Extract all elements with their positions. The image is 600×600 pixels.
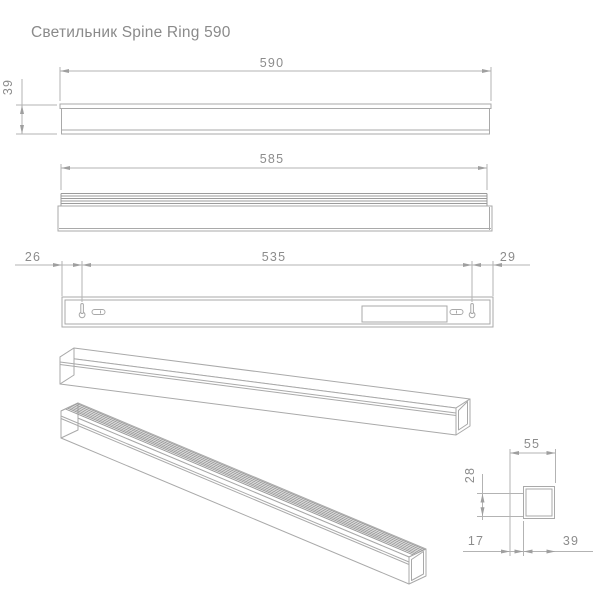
dim-arrow xyxy=(514,549,524,554)
dim-label-width-55: 55 xyxy=(524,437,540,451)
dim-section-width: 55 xyxy=(509,437,556,556)
dim-side-length: 585 xyxy=(60,152,488,190)
dim-arrow xyxy=(510,451,519,455)
dim-arrow xyxy=(61,166,70,170)
iso2-groove-line xyxy=(60,418,410,565)
section-profile-outer xyxy=(523,486,555,519)
front-view xyxy=(59,103,492,135)
dim-arrow xyxy=(480,493,485,503)
dim-arrow xyxy=(546,451,556,455)
driver-cover-plate xyxy=(361,305,448,323)
iso1-end-cap-inset xyxy=(458,401,468,431)
iso-view-top-bar xyxy=(59,347,471,436)
keyhole-right xyxy=(468,303,476,319)
dim-arrow xyxy=(472,263,481,267)
dim-section-bottom: 17 39 xyxy=(463,521,593,556)
side-view xyxy=(57,193,493,232)
dim-label-spacing-535: 535 xyxy=(262,250,286,264)
iso2-ribbed-track xyxy=(65,403,425,556)
dim-arrow xyxy=(478,166,487,170)
dim-label-depth-39: 39 xyxy=(563,534,579,548)
mounting-view-body xyxy=(61,296,494,328)
dim-arrow xyxy=(493,263,502,267)
dim-label-offset-17: 17 xyxy=(468,534,484,548)
dim-arrow xyxy=(53,263,62,267)
dim-arrow xyxy=(463,263,472,267)
section-profile-inner xyxy=(525,488,553,517)
dim-front-height: 39 xyxy=(1,79,57,135)
dim-arrow xyxy=(523,549,533,554)
dim-label-height-39: 39 xyxy=(1,79,15,95)
keyhole-left xyxy=(78,303,86,319)
dim-arrow xyxy=(73,263,82,267)
dim-arrow xyxy=(501,549,510,554)
mounting-view-inner xyxy=(64,299,491,325)
dim-arrow xyxy=(480,507,485,517)
dim-label-length-585: 585 xyxy=(260,152,284,166)
front-view-body xyxy=(61,108,490,135)
mounting-slot-left xyxy=(91,309,106,315)
mounting-view xyxy=(61,296,494,328)
dim-arrow xyxy=(546,549,556,554)
dim-label-length-590: 590 xyxy=(260,56,284,70)
iso1-end-cap-right xyxy=(455,398,471,436)
side-view-ribbed-diffuser xyxy=(60,193,488,207)
dim-arrow xyxy=(20,105,24,114)
dim-arrow xyxy=(82,263,91,267)
dim-arrow xyxy=(60,69,69,73)
dim-label-height-28: 28 xyxy=(463,467,477,483)
side-view-body xyxy=(57,205,493,232)
dim-arrow xyxy=(482,69,491,73)
dim-arrow xyxy=(20,125,24,134)
iso1-groove-line xyxy=(59,361,457,414)
dim-label-offset-29: 29 xyxy=(500,250,516,264)
iso2-front-face xyxy=(60,410,410,585)
iso1-groove-line xyxy=(59,364,457,416)
drawing-title: Светильник Spine Ring 590 xyxy=(31,24,231,41)
front-view-track-strip xyxy=(59,103,492,109)
mounting-slot-right xyxy=(449,309,464,315)
section-view xyxy=(523,486,555,519)
dim-label-offset-26: 26 xyxy=(25,250,41,264)
iso2-end-cap-inset xyxy=(411,551,424,581)
iso-view-bottom-bar xyxy=(60,402,427,585)
dim-mounting: 26 535 29 xyxy=(15,250,530,302)
iso2-end-cap-left xyxy=(60,402,79,439)
iso2-groove-line xyxy=(60,415,410,563)
dim-front-length: 590 xyxy=(59,56,492,101)
dim-section-inner-height: 28 xyxy=(463,467,523,520)
